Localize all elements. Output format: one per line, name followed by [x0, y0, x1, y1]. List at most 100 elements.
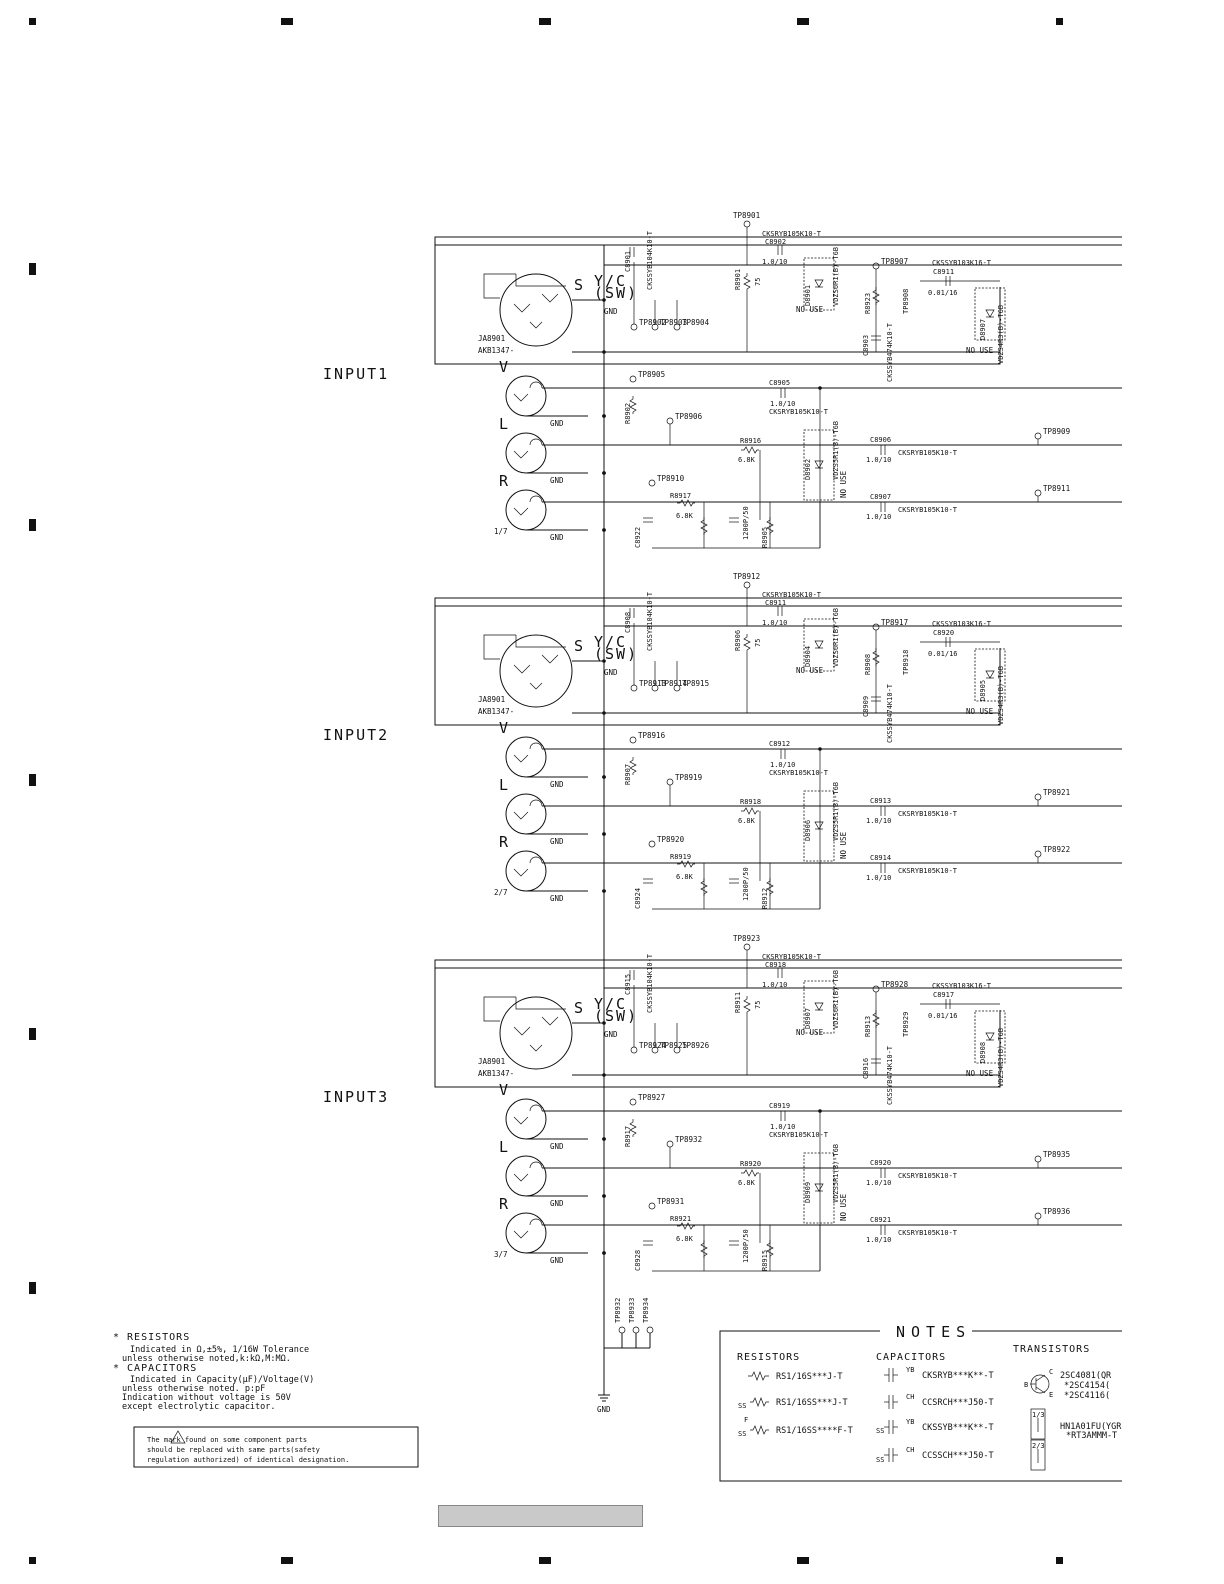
cap-part: CKSSYB474K10-T	[886, 322, 894, 382]
testpoint-icon	[1034, 432, 1042, 440]
tp-label: TP8926	[682, 1041, 710, 1050]
no-use-label: NO USE	[839, 470, 848, 498]
notes-resistor-item: RS1/16SS***J-T	[776, 1398, 848, 1408]
capacitor-icon	[780, 749, 786, 759]
res-value: 6.8K	[738, 817, 756, 825]
no-use-label: NO USE	[839, 831, 848, 859]
diode-part: VDZS4R3(B)-T6B	[997, 666, 1005, 725]
notes-transistor-item: 2SC4081(QR	[1060, 1371, 1112, 1381]
capacitor-symbol-icon	[884, 1368, 898, 1382]
rca-letter: R	[499, 1195, 510, 1213]
tp-label: TP8925	[660, 1041, 687, 1050]
cap-value: 1200P/50	[742, 867, 750, 901]
page-ref: 2/7	[494, 888, 508, 897]
diode-part: VDZS4R3(B)-T6B	[997, 1028, 1005, 1087]
notes-panel: NOTES RESISTORS CAPACITORS TRANSISTORS R…	[719, 1323, 1122, 1482]
diode-array-icon	[974, 287, 1006, 341]
tp-label: TP8918	[902, 650, 910, 675]
cap-ref: C8922	[634, 527, 642, 548]
res-ref: R8901	[734, 269, 742, 290]
cap-value: 1.0/10	[762, 619, 787, 627]
res-ref: R8916	[740, 437, 761, 445]
resistor-icon	[629, 396, 637, 414]
cap-part: CKSRYB105K10-T	[769, 769, 829, 777]
cap-part: CKSSYB474K10-T	[886, 683, 894, 743]
capacitor-symbol-icon	[884, 1420, 898, 1434]
cap-ref: C8901	[624, 251, 632, 272]
legend-capacitors-title: * CAPACITORS	[113, 1363, 197, 1374]
cap-part: CKSRYB105K10-T	[898, 1229, 958, 1237]
rca-jack-icon	[505, 375, 588, 417]
rca-jack-icon	[505, 850, 588, 892]
capacitor-icon	[729, 878, 739, 884]
cap-part: CKSRYB105K10-T	[769, 408, 829, 416]
cap-value: 1200P/50	[742, 506, 750, 540]
testpoint-icon	[648, 840, 656, 848]
testpoint-icon	[630, 323, 638, 331]
diode-ref: D8902	[804, 459, 812, 480]
res-value: 6.8K	[676, 873, 694, 881]
cap-ref: C8917	[933, 991, 954, 999]
transistor-pin-label: C	[1049, 1368, 1053, 1376]
tp-label: TP8919	[675, 773, 702, 782]
diode-ref: D8909	[804, 1182, 812, 1203]
testpoint-icon	[648, 1202, 656, 1210]
cap-part: CKSRYB105K10-T	[762, 230, 822, 238]
transistor-pin-label: B	[1024, 1381, 1028, 1389]
diode-part: VDZS6R1(B)-T6B	[832, 608, 840, 667]
res-value: 75	[754, 278, 762, 286]
capacitor-icon	[643, 517, 653, 523]
gnd-label: GND	[550, 1256, 564, 1265]
capacitor-icon	[629, 608, 635, 618]
diode-part: VDZS5R1(B)-T6B	[832, 782, 840, 841]
tp-label: TP8934	[642, 1298, 650, 1323]
cap-part: CKSSYB103K16-T	[932, 982, 992, 990]
transistor-pin-label: E	[1049, 1391, 1053, 1399]
capacitor-icon	[729, 517, 739, 523]
diode-ref: D8907	[979, 319, 987, 340]
diode-array-icon	[803, 1152, 835, 1224]
notes-resistor-item: RS1/16S***J-T	[776, 1372, 843, 1382]
input-title: INPUT3	[323, 1088, 389, 1106]
cap-value: 1.0/10	[866, 817, 891, 825]
cap-ref: C8920	[870, 1159, 891, 1167]
diode-array-icon	[974, 1010, 1006, 1064]
capacitor-icon	[777, 245, 783, 255]
diode-array-icon	[803, 980, 835, 1034]
jack-ref: JA8901	[478, 334, 505, 343]
cap-ref: C8905	[769, 379, 790, 387]
cap-ref: C8913	[870, 797, 891, 805]
testpoint-icon	[1034, 793, 1042, 801]
transistor-pin-label: 2/3	[1032, 1442, 1045, 1450]
svideo-yc: Y/C	[594, 995, 627, 1013]
diode-ref: D8906	[804, 820, 812, 841]
warning-text: The mark found on some component parts	[147, 1436, 307, 1444]
res-ref: R8906	[734, 630, 742, 651]
dual-transistor-icon	[1030, 1408, 1046, 1471]
gnd-label: GND	[550, 837, 564, 846]
cap-ref: C8907	[870, 493, 891, 501]
capacitor-icon	[880, 445, 886, 455]
diode-ref: D8905	[979, 680, 987, 701]
cap-part: CKSSYB103K16-T	[932, 259, 992, 267]
cap-ref: C8903	[862, 335, 870, 356]
cap-part: CKSSYB103K16-T	[932, 620, 992, 628]
no-use-label: NO USE	[839, 1193, 848, 1221]
svideo-yc: Y/C	[594, 633, 627, 651]
input-title: INPUT2	[323, 726, 389, 744]
cap-ref: C8911	[933, 268, 954, 276]
testpoint-icon	[629, 1098, 637, 1106]
res-ref: R8919	[670, 853, 691, 861]
notes-capacitor-item: CCSRCH***J50-T	[922, 1398, 994, 1408]
cap-value: 1.0/10	[770, 400, 795, 408]
gnd-label: GND	[550, 1142, 564, 1151]
testpoint-icon	[648, 479, 656, 487]
svideo-sw: (SW)	[594, 284, 638, 302]
cap-value: 0.01/16	[928, 650, 958, 658]
gnd-label: GND	[550, 533, 564, 542]
res-ref: R8923	[864, 293, 872, 314]
capacitor-icon	[629, 247, 635, 257]
tp-label: TP8932	[614, 1298, 622, 1323]
